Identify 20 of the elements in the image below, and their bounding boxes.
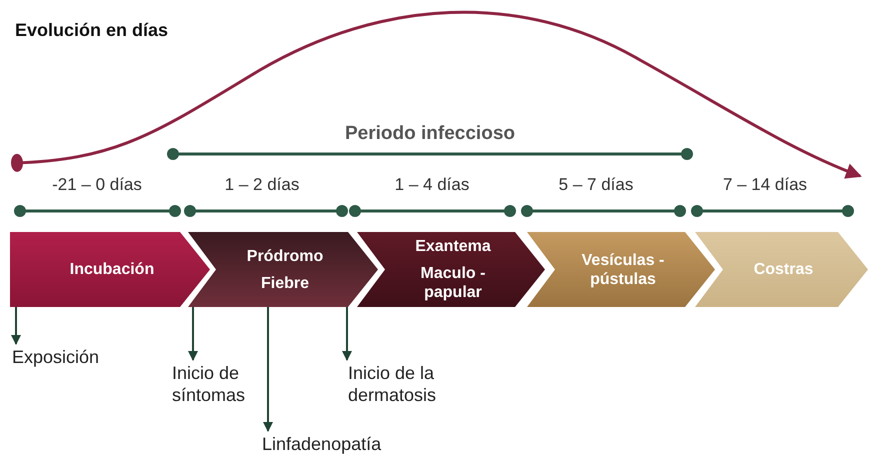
duration-label: 5 – 7 días — [558, 175, 634, 195]
event-label: Inicio de síntomas — [172, 362, 282, 406]
arrow — [188, 307, 198, 361]
duration-label: 7 – 14 días — [722, 175, 808, 195]
diagram-title: Evolución en días — [15, 20, 168, 41]
chevron-step: Incubación — [10, 232, 210, 307]
period-label: Periodo infeccioso — [345, 123, 515, 145]
chevron-step: Costras — [695, 232, 868, 307]
event-label: Linfadenopatía — [262, 433, 422, 454]
event-label: Exposición — [12, 346, 142, 368]
event-label: Inicio de la dermatosis — [348, 362, 478, 406]
arrow — [263, 307, 273, 432]
chevron-step: Exantema Maculo - papular — [357, 232, 545, 307]
duration-label: 1 – 2 días — [224, 175, 300, 195]
duration-label: -21 – 0 días — [52, 175, 142, 195]
arrow — [342, 307, 352, 361]
chevron-step: Pródromo Fiebre — [188, 232, 378, 307]
chevron-step: Vesículas - pústulas — [527, 232, 715, 307]
arrow — [11, 307, 21, 345]
duration-label: 1 – 4 días — [394, 175, 470, 195]
